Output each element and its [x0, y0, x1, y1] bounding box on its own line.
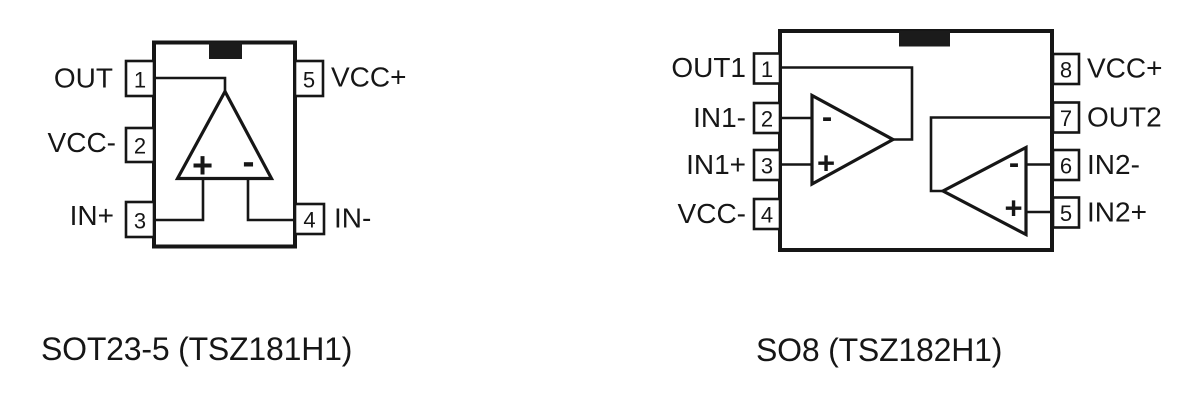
pin-number: 2: [134, 134, 146, 159]
pin-label: VCC+: [331, 62, 406, 93]
pin-number: 6: [1060, 154, 1072, 179]
pin-number: 1: [761, 57, 773, 82]
so8-pin-6: 6 IN2-: [1051, 148, 1140, 182]
so8-pin-3: 3 IN1+: [686, 148, 782, 182]
so8-pin-5: 5 IN2+: [1051, 196, 1147, 229]
pin-box: [124, 59, 156, 98]
pin-number: 4: [303, 208, 315, 233]
sot23-pin-5: 5 VCC+: [293, 59, 406, 98]
so8-pin-7: 7 OUT2: [1051, 101, 1162, 134]
pin-box: [752, 197, 782, 231]
so8-wire-out1: [780, 66, 914, 141]
pin-label: IN2+: [1087, 197, 1147, 228]
pin-box: [752, 52, 782, 85]
pinout-diagrams-svg: + - 1 OUT 2 VCC- 3 IN+: [48, 29, 1162, 252]
pin-number: 3: [761, 154, 773, 179]
caption-sot23-5: SOT23-5 (TSZ181H1): [41, 331, 353, 367]
pin-label: IN1+: [686, 149, 746, 180]
so8-wire-out2: [929, 116, 1054, 193]
pin-box: [124, 126, 156, 164]
so8-opamp1-minus-sign: -: [822, 99, 832, 134]
pin-number: 7: [1060, 106, 1072, 131]
pin-label: IN+: [70, 200, 114, 231]
sot23-wire-in-plus: [154, 177, 205, 222]
pin-box: [124, 200, 156, 239]
pin-label: IN-: [334, 203, 371, 234]
so8-opamp1-plus-sign: +: [817, 146, 835, 181]
sot23-pin-2: 2 VCC-: [48, 126, 156, 164]
pin-number: 4: [761, 203, 773, 228]
pin-label: VCC+: [1087, 53, 1162, 84]
pin-label: IN2-: [1087, 149, 1140, 180]
sot23-opamp-triangle: [174, 88, 275, 181]
pin-label: VCC-: [678, 198, 746, 229]
so8-opamp2-triangle: [939, 144, 1028, 238]
sot23-pin-4: 4 IN-: [293, 202, 371, 236]
pin-box: [1051, 52, 1081, 86]
so8-pin-8: 8 VCC+: [1051, 52, 1162, 86]
pin-label: IN1-: [693, 102, 746, 133]
caption-so8: SO8 (TSZ182H1): [756, 332, 1003, 368]
pin-label: OUT2: [1087, 102, 1162, 133]
pin-box: [293, 202, 326, 236]
sot23-5-diagram: + - 1 OUT 2 VCC- 3 IN+: [48, 40, 406, 249]
pin-box: [752, 148, 782, 182]
pin-box: [1051, 101, 1081, 134]
pin-box: [1051, 148, 1081, 182]
pin-box: [293, 59, 325, 98]
pin-number: 2: [761, 107, 773, 132]
so8-pin-1: 1 OUT1: [671, 52, 782, 85]
pin-label: VCC-: [48, 127, 116, 158]
pin-label: OUT1: [671, 52, 746, 83]
so8-opamp2-minus-sign: -: [1009, 145, 1019, 180]
sot23-orientation-tab: [209, 42, 242, 59]
sot23-pin-3: 3 IN+: [70, 200, 156, 239]
pin-label: OUT: [54, 63, 113, 94]
pin-box: [1051, 196, 1081, 229]
pin-number: 5: [303, 68, 315, 93]
so8-opamp2-plus-sign: +: [1004, 191, 1022, 226]
pin-box: [752, 101, 782, 135]
sot23-pin-1: 1 OUT: [54, 59, 156, 98]
so8-pin-4: 4 VCC-: [678, 197, 782, 231]
so8-orientation-tab: [899, 31, 950, 47]
pin-number: 8: [1060, 58, 1072, 83]
so8-diagram: - + - + 1 OUT1 2 IN1- 3 IN1+: [671, 29, 1162, 252]
so8-pin-2: 2 IN1-: [693, 101, 782, 135]
sot23-opamp-plus-sign: +: [192, 145, 213, 186]
pin-number: 5: [1060, 201, 1072, 226]
pin-number: 3: [134, 209, 146, 234]
sot23-wire-in-minus: [246, 177, 295, 222]
pin-number: 1: [134, 68, 146, 93]
so8-opamp1-triangle: [810, 92, 897, 187]
sot23-opamp-minus-sign: -: [243, 141, 255, 182]
